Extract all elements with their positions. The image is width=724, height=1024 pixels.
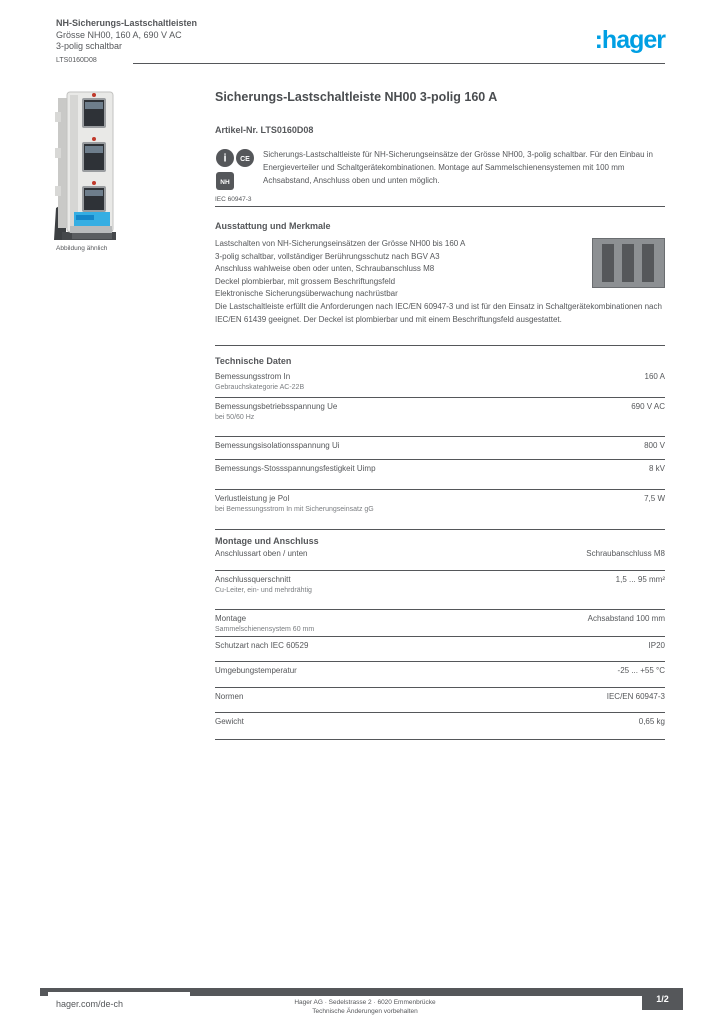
info-icon — [216, 149, 234, 167]
row-sublabel: bei 50/60 Hz — [215, 413, 255, 421]
spec-table-1: Bemessungsstrom In Gebrauchskategorie AC… — [215, 368, 665, 530]
header-reference: LTS0160D08 — [56, 56, 97, 64]
product-description: Sicherungs-Lastschaltleiste für NH-Siche… — [263, 150, 653, 185]
row-value: 1,5 ... 95 mm² — [615, 575, 665, 584]
features-heading: Ausstattung und Merkmale — [215, 221, 331, 231]
note-paragraph: Die Lastschaltleiste erfüllt die Anforde… — [215, 302, 662, 324]
row-label: Umgebungstemperatur — [215, 666, 297, 675]
certification-icons: i CE NH — [216, 149, 254, 190]
header-product-block: NH-Sicherungs-Lastschaltleisten Grösse N… — [56, 18, 197, 66]
row-value: 8 kV — [648, 464, 665, 473]
row-value: -25 ... +55 °C — [617, 666, 665, 675]
product-photo-caption: Abbildung ähnlich — [56, 245, 108, 252]
row-label: Anschlussart oben / unten — [215, 549, 308, 558]
norm-icon — [216, 172, 234, 190]
row-value: IEC/EN 60947-3 — [606, 692, 665, 701]
row-sublabel: bei Bemessungsstrom In mit Sicherungsein… — [215, 505, 374, 513]
spec-table-2: Anschlussart oben / unten Schraubanschlu… — [215, 545, 665, 740]
footer-bar — [40, 988, 683, 996]
row-value: 800 V — [644, 441, 665, 450]
footer-link-box: hager.com/de-ch — [48, 992, 190, 1016]
hager-logo: :hager — [594, 26, 666, 54]
features-list: Lastschalten von NH-Sicherungseinsätzen … — [215, 238, 583, 301]
table-row: Umgebungstemperatur -25 ... +55 °C — [215, 662, 665, 688]
table-heading-technical: Technische Daten — [215, 356, 292, 366]
header-line3: 3-polig schaltbar — [56, 41, 123, 51]
row-label: Bemessungsbetriebsspannung Ue — [215, 402, 338, 411]
table-row: Schutzart nach IEC 60529 IP20 — [215, 637, 665, 662]
table-row: Anschlussquerschnitt Cu-Leiter, ein- und… — [215, 571, 665, 610]
row-label: Normen — [215, 692, 244, 701]
feature-item: Anschluss wahlweise oben oder unten, Sch… — [215, 264, 435, 273]
table-row: Bemessungsisolationsspannung Ui 800 V — [215, 437, 665, 460]
dimension-thumbnail — [592, 238, 665, 288]
table-row: Verlustleistung je Pol bei Bemessungsstr… — [215, 490, 665, 530]
header-line2: Grösse NH00, 160 A, 690 V AC — [56, 29, 182, 40]
feature-item: Deckel plombierbar, mit grossem Beschrif… — [215, 276, 396, 286]
row-sublabel: Sammelschienensystem 60 mm — [215, 625, 315, 633]
ce-icon — [236, 149, 254, 167]
row-label: Anschlussquerschnitt — [215, 575, 291, 584]
row-label: Verlustleistung je Pol — [215, 494, 290, 503]
row-label: Schutzart nach IEC 60529 — [215, 641, 309, 650]
svg-text:CE: CE — [240, 156, 250, 163]
row-value: 0,65 kg — [638, 717, 665, 726]
section-rule — [215, 345, 665, 346]
footer-company-info: Hager AG · Sedelstrasse 2 · 6020 Emmenbr… — [240, 999, 490, 1016]
table-row: Bemessungs-Stossspannungsfestigkeit Uimp… — [215, 460, 665, 490]
description-block: i CE NH Sicherungs-Lastschaltleiste für … — [215, 148, 665, 200]
article-number: Artikel-Nr. LTS0160D08 — [215, 125, 314, 135]
row-value: 690 V AC — [631, 402, 665, 411]
feature-item: Elektronische Sicherungsüberwachung nach… — [215, 289, 398, 298]
footer-website-link[interactable]: hager.com/de-ch — [56, 999, 124, 1009]
row-value: Schraubanschluss M8 — [586, 549, 665, 558]
table-row: Montage Sammelschienensystem 60 mm Achsa… — [215, 610, 665, 637]
svg-text:NH: NH — [220, 179, 230, 186]
feature-item: Lastschalten von NH-Sicherungseinsätzen … — [215, 239, 466, 248]
row-value: Achsabstand 100 mm — [587, 614, 665, 623]
row-sublabel: Cu-Leiter, ein- und mehrdrähtig — [215, 586, 312, 594]
header-rule — [133, 63, 665, 64]
section-rule — [215, 206, 665, 207]
fuse-switch-disconnector-image — [54, 91, 116, 240]
product-photo — [54, 90, 126, 242]
table-row: Gewicht 0,65 kg — [215, 713, 665, 740]
row-label: Bemessungsisolationsspannung Ui — [215, 441, 340, 450]
row-label: Gewicht — [215, 717, 244, 726]
feature-item: 3-polig schaltbar, vollständiger Berühru… — [215, 251, 440, 261]
row-value: 160 A — [644, 372, 665, 381]
table-row: Bemessungsstrom In Gebrauchskategorie AC… — [215, 368, 665, 398]
row-label: Montage — [215, 614, 247, 623]
footer-disclaimer: Technische Änderungen vorbehalten — [312, 1007, 418, 1015]
table-row: Normen IEC/EN 60947-3 — [215, 688, 665, 713]
page-title: Sicherungs-Lastschaltleiste NH00 3-polig… — [215, 90, 498, 104]
table-row: Bemessungsbetriebsspannung Ue bei 50/60 … — [215, 398, 665, 437]
icon-caption: IEC 60947-3 — [215, 196, 252, 203]
table-row: Anschlussart oben / unten Schraubanschlu… — [215, 545, 665, 571]
row-label: Bemessungs-Stossspannungsfestigkeit Uimp — [215, 464, 376, 473]
row-value: 7,5 W — [644, 494, 665, 503]
footer-address: Hager AG · Sedelstrasse 2 · 6020 Emmenbr… — [294, 999, 436, 1006]
table-heading-mounting: Montage und Anschluss — [215, 536, 319, 546]
row-label: Bemessungsstrom In — [215, 372, 291, 381]
row-value: IP20 — [648, 641, 665, 650]
row-sublabel: Gebrauchskategorie AC-22B — [215, 383, 305, 391]
footer-page-number: 1/2 — [642, 988, 683, 1010]
svg-text:i: i — [223, 153, 226, 165]
header-line1: NH-Sicherungs-Lastschaltleisten — [56, 18, 198, 28]
